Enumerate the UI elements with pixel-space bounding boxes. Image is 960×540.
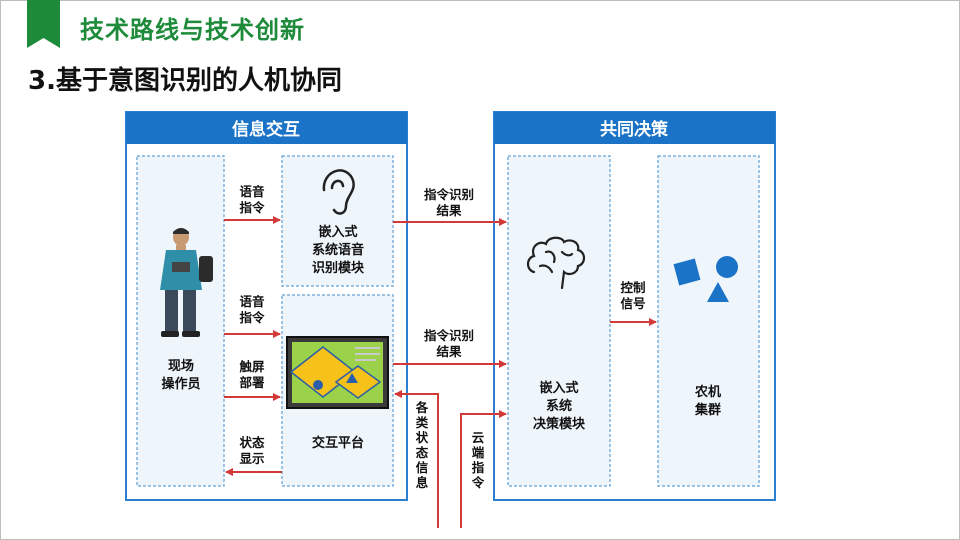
platform-screen-icon <box>287 337 388 408</box>
farm-cluster-line1: 农机 <box>694 384 721 400</box>
label-status-info-1: 各 <box>415 400 429 415</box>
label-status-info-5: 信 <box>416 460 429 475</box>
operator-label-line1: 现场 <box>168 359 194 374</box>
label-recog-result-1a: 指令识别 <box>424 187 474 202</box>
operator-label-line2: 操作员 <box>161 376 200 392</box>
label-status-info-6: 息 <box>416 475 429 490</box>
decision-module-line1: 嵌入式 <box>539 380 578 396</box>
label-cloud-cmd-3: 指 <box>472 460 485 475</box>
label-voice-cmd-1a: 语音 <box>239 184 265 199</box>
label-status-display-b: 显示 <box>239 451 265 466</box>
label-control-signal-a: 控制 <box>620 280 645 295</box>
decision-module-line3: 决策模块 <box>533 416 586 432</box>
label-cloud-cmd-1: 云 <box>472 430 485 445</box>
speech-module-line2: 系统语音 <box>312 242 364 258</box>
label-recog-result-2b: 结果 <box>436 344 462 359</box>
label-cloud-cmd-2: 端 <box>472 445 485 460</box>
label-cloud-cmd-4: 令 <box>471 475 485 490</box>
label-status-display-a: 状态 <box>239 435 265 450</box>
label-voice-cmd-2b: 指令 <box>239 310 265 325</box>
farm-cluster-box <box>658 156 759 486</box>
label-voice-cmd-2a: 语音 <box>239 294 265 309</box>
farm-cluster-line2: 集群 <box>694 402 721 418</box>
label-touch-deploy-a: 触屏 <box>238 359 265 374</box>
decision-module-line2: 系统 <box>546 398 572 414</box>
speech-module-line3: 识别模块 <box>312 260 365 276</box>
label-cloud-cmd: 云 端 指 令 <box>471 430 485 490</box>
operator-box <box>137 156 224 486</box>
label-voice-cmd-1b: 指令 <box>239 200 265 215</box>
speech-module-line1: 嵌入式 <box>318 224 357 240</box>
left-panel-title: 信息交互 <box>232 119 300 140</box>
label-recog-result-2a: 指令识别 <box>424 328 474 343</box>
label-status-info: 各 类 状 态 信 息 <box>415 400 429 490</box>
label-status-info-4: 态 <box>416 445 429 460</box>
label-status-info-3: 状 <box>416 430 429 445</box>
label-control-signal-b: 信号 <box>620 296 645 311</box>
label-touch-deploy-b: 部署 <box>239 375 265 390</box>
label-status-info-2: 类 <box>416 415 429 430</box>
right-panel-title: 共同决策 <box>600 119 669 140</box>
interaction-platform-label: 交互平台 <box>312 435 364 451</box>
label-recog-result-1b: 结果 <box>436 203 462 218</box>
decision-module-box <box>508 156 610 486</box>
